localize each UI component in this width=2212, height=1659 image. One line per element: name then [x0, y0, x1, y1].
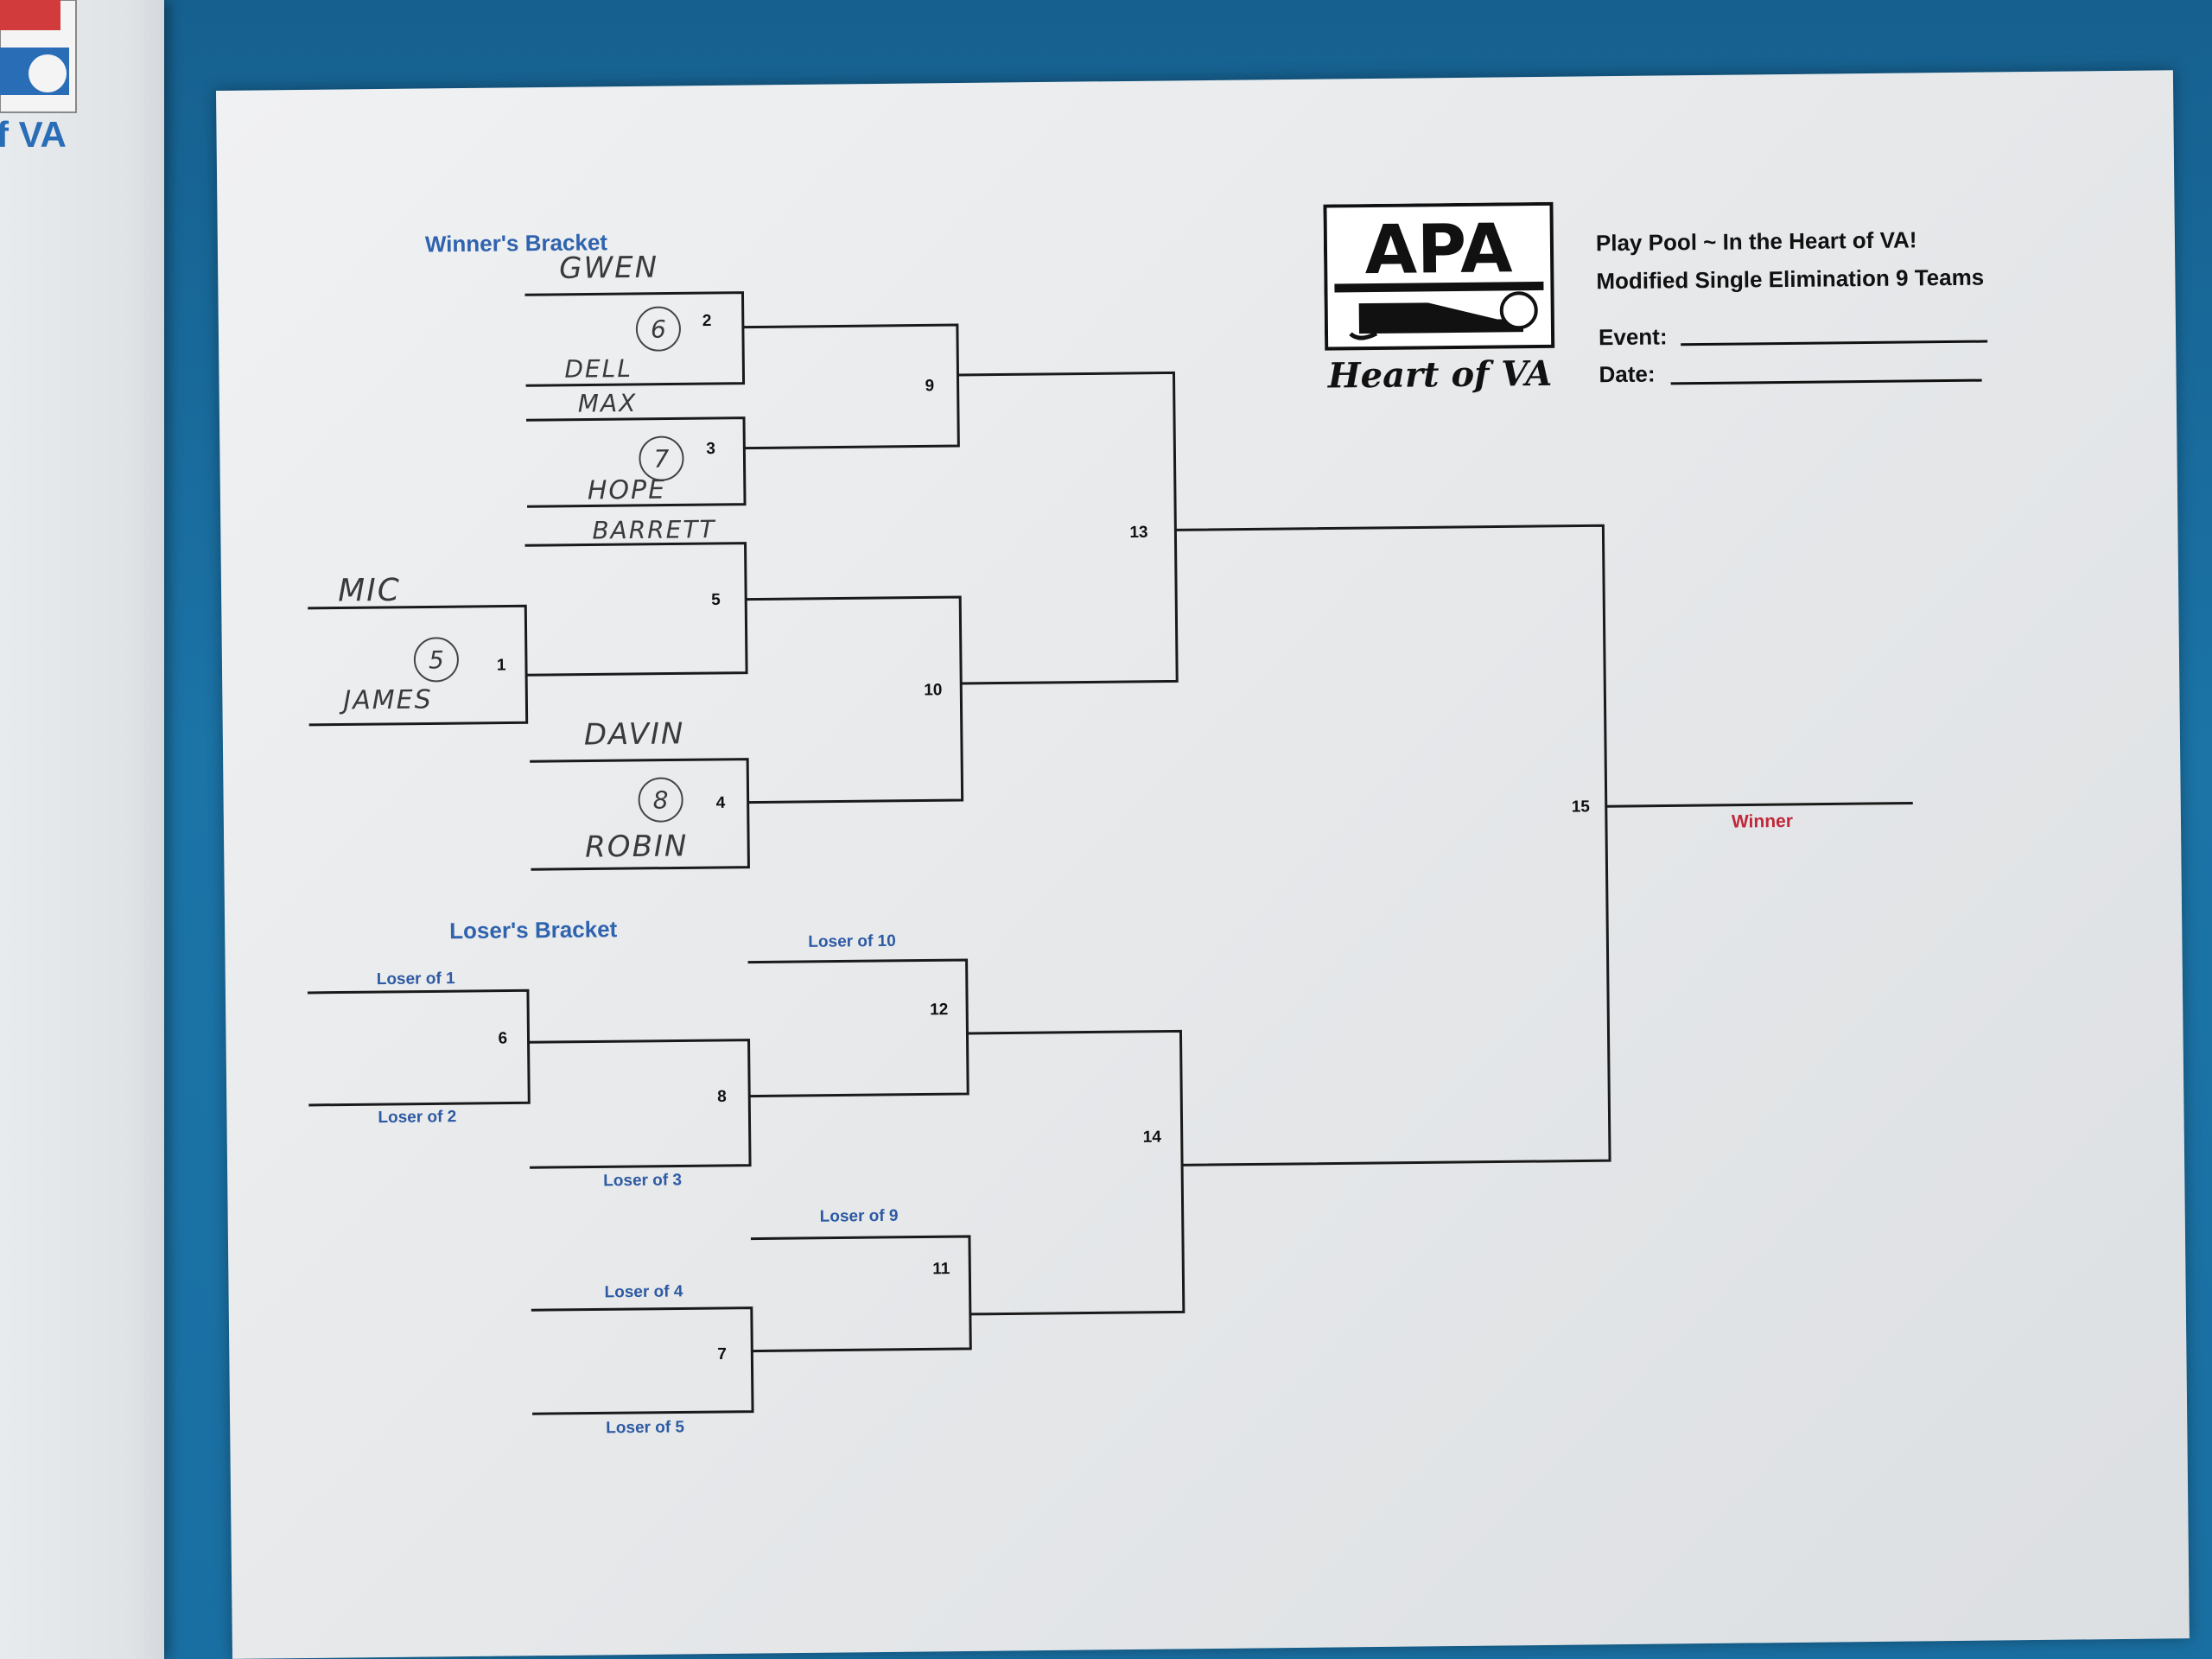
player-james: JAMES [343, 684, 433, 716]
svg-text:Heart of VA: Heart of VA [1327, 353, 1553, 397]
match-number-3: 3 [706, 439, 716, 459]
player-gwen: GWEN [558, 250, 659, 286]
match-number-14: 14 [1142, 1128, 1161, 1147]
team-number-circle: 5 [413, 637, 460, 683]
match-number-5: 5 [711, 590, 721, 610]
loser-of-3-label: Loser of 3 [603, 1171, 683, 1191]
team-number-circle: 8 [638, 777, 683, 823]
sheet-subtitle: Modified Single Elimination 9 Teams [1596, 264, 1985, 295]
match-number-8: 8 [717, 1087, 727, 1106]
winner-label: Winner [1731, 810, 1794, 832]
match-number-7: 7 [717, 1344, 728, 1364]
adjacent-sheet-text: f VA [0, 114, 67, 155]
match-number-2: 2 [702, 312, 712, 331]
loser-of-1-label: Loser of 1 [376, 969, 455, 989]
match-number-11: 11 [932, 1260, 950, 1279]
player-barrett: BARRETT [592, 514, 716, 545]
event-label: Event: [1598, 323, 1668, 351]
loser-of-2-label: Loser of 2 [378, 1108, 457, 1128]
loser-of-9-label: Loser of 9 [819, 1206, 899, 1226]
player-dell: DELL [564, 353, 633, 384]
player-davin: DAVIN [583, 716, 685, 753]
match-number-13: 13 [1129, 523, 1148, 542]
match-number-9: 9 [925, 377, 935, 396]
team-number-circle: 6 [635, 306, 682, 352]
match-number-1: 1 [496, 656, 506, 675]
svg-text:APA: APA [1364, 210, 1513, 289]
adjacent-sheet: f VA [0, 0, 164, 1659]
bracket-sheet: APA Heart of VA Play Pool ~ In the Heart… [216, 70, 2190, 1659]
player-max: MAX [577, 388, 638, 418]
apa-logo-partial-icon [0, 0, 77, 113]
bracket-lines [307, 291, 1913, 1415]
apa-heart-of-va-logo-icon: APA Heart of VA [1323, 201, 1555, 397]
date-label: Date: [1599, 360, 1656, 388]
match-number-4: 4 [715, 793, 726, 812]
losers-bracket-heading: Loser's Bracket [449, 916, 618, 944]
player-robin: ROBIN [584, 829, 689, 865]
player-mic: MIC [337, 572, 402, 609]
loser-of-4-label: Loser of 4 [604, 1282, 683, 1302]
match-number-12: 12 [930, 1001, 949, 1020]
player-hope: HOPE [587, 474, 667, 506]
sheet-title: Play Pool ~ In the Heart of VA! [1595, 226, 1917, 257]
loser-of-10-label: Loser of 10 [808, 931, 896, 951]
match-number-10: 10 [924, 681, 943, 700]
match-number-6: 6 [498, 1029, 508, 1048]
match-number-15: 15 [1571, 798, 1591, 817]
loser-of-5-label: Loser of 5 [606, 1418, 685, 1438]
